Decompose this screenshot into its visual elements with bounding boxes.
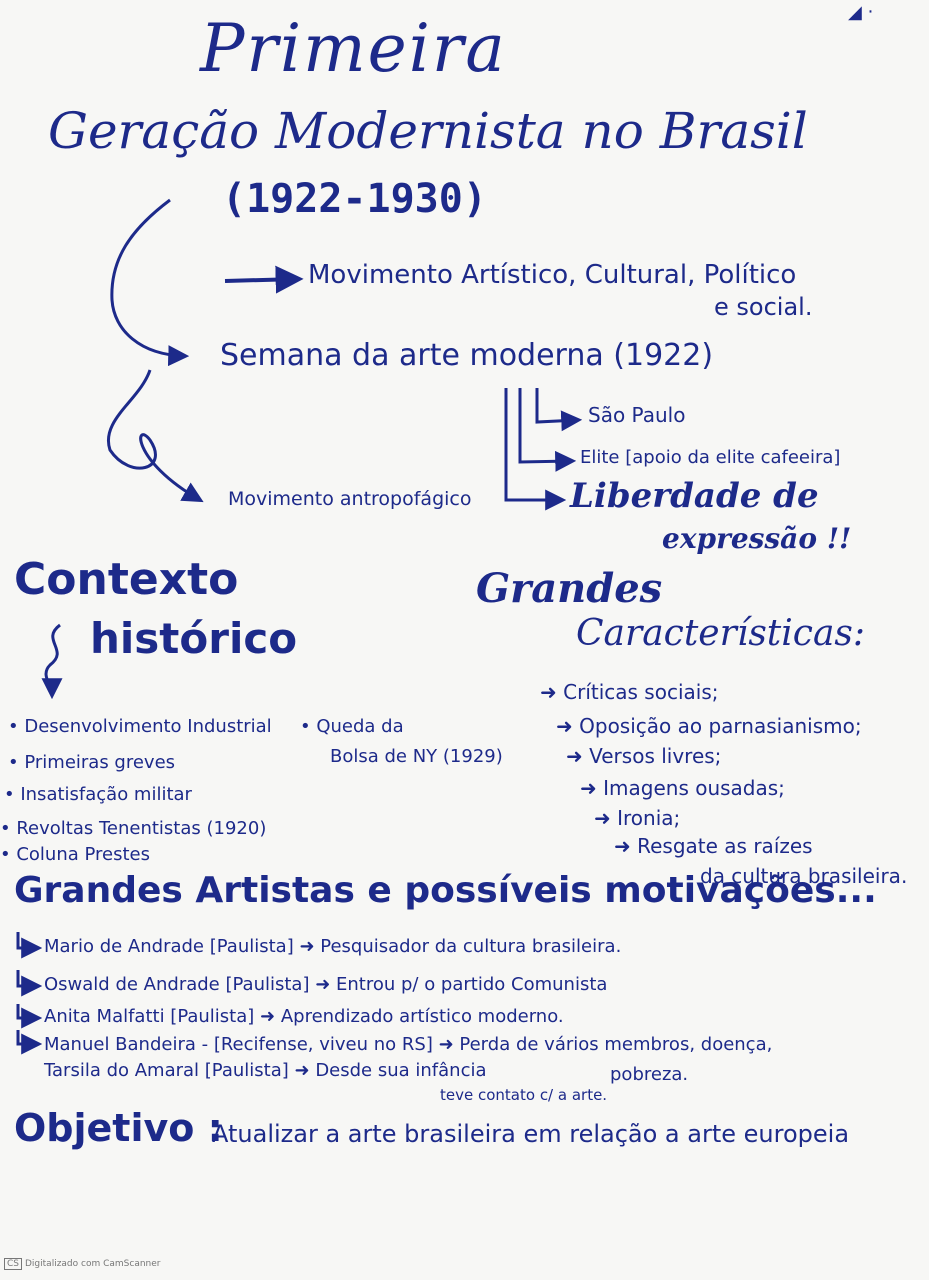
objetivo-text: Atualizar a arte brasileira em relação a… <box>212 1120 850 1148</box>
contexto-title-2: histórico <box>90 614 298 663</box>
artista-row: Mario de Andrade [Paulista] ➜ Pesquisado… <box>44 936 622 957</box>
artistas-connectors <box>16 932 43 1055</box>
tarsila-extra: teve contato c/ a arte. <box>440 1086 608 1104</box>
artista-name: Tarsila do Amaral [Paulista] <box>44 1060 289 1081</box>
liberdade-text-1: Liberdade de <box>570 476 819 516</box>
artista-row: Tarsila do Amaral [Paulista] ➜ Desde sua… <box>44 1060 487 1081</box>
liberdade-arrow <box>504 388 567 511</box>
sp-arrow <box>535 388 583 432</box>
contexto-title-1: Contexto <box>14 554 239 605</box>
caracteristica-item: ➜ Imagens ousadas; <box>580 776 785 800</box>
brace-loop-line <box>106 369 204 503</box>
footer-text: Digitalizado com CamScanner <box>25 1259 161 1269</box>
artista-motive: Pesquisador da cultura brasileira. <box>320 936 622 957</box>
artista-row: Anita Malfatti [Paulista] ➜ Aprendizado … <box>44 1006 564 1027</box>
bandeira-extra: pobreza. <box>610 1064 689 1085</box>
movimento-text-a: Movimento Artístico, Cultural, Político <box>308 260 797 290</box>
antropofagico-text: Movimento antropofágico <box>228 488 472 510</box>
artista-motive: Entrou p/ o partido Comunista <box>336 974 608 995</box>
contexto-item-cont: Bolsa de NY (1929) <box>330 746 503 767</box>
contexto-item: • Coluna Prestes <box>0 844 150 865</box>
elite-text: Elite [apoio da elite cafeeira] <box>580 447 841 468</box>
semana-text: Semana da arte moderna (1922) <box>220 338 714 373</box>
contexto-arrow <box>41 623 63 700</box>
artista-motive: Aprendizado artístico moderno. <box>280 1006 564 1027</box>
caracteristica-item: ➜ Resgate as raízes <box>614 834 813 858</box>
title-dates: (1922-1930) <box>222 176 487 222</box>
elite-arrow <box>518 388 577 472</box>
artista-row: Oswald de Andrade [Paulista] ➜ Entrou p/… <box>44 974 608 995</box>
contexto-item: • Queda da <box>300 716 404 737</box>
artista-name: Manuel Bandeira - [Recifense, viveu no R… <box>44 1034 433 1055</box>
artista-name: Oswald de Andrade [Paulista] <box>44 974 310 995</box>
title-line1: Primeira <box>200 10 507 87</box>
artista-motive: Perda de vários membros, doença, <box>459 1034 773 1055</box>
contexto-item: • Primeiras greves <box>8 752 176 773</box>
liberdade-text-2: expressão !! <box>662 522 852 555</box>
contexto-item: • Revoltas Tenentistas (1920) <box>0 818 267 839</box>
movimento-text-b: e social. <box>714 293 813 321</box>
contexto-item: • Insatisfação militar <box>4 784 192 805</box>
caracteristica-item: ➜ Críticas sociais; <box>540 680 719 704</box>
movimento-arrow <box>224 265 304 294</box>
title-line2: Geração Modernista no Brasil <box>48 102 808 160</box>
caracteristica-item: ➜ Oposição ao parnasianismo; <box>556 714 862 738</box>
objetivo-label: Objetivo : <box>14 1106 223 1150</box>
sao-paulo-text: São Paulo <box>588 403 686 427</box>
caracteristica-item-cont: da cultura brasileira. <box>700 864 908 888</box>
artistas-title: Grandes Artistas e possíveis motivações.… <box>14 870 877 911</box>
caracteristica-item: ➜ Ironia; <box>594 806 681 830</box>
corner-mark: ◢ ‧ <box>848 2 874 23</box>
camscanner-logo: CS <box>4 1258 22 1270</box>
artista-name: Anita Malfatti [Paulista] <box>44 1006 255 1027</box>
caracteristica-item: ➜ Versos livres; <box>566 744 722 768</box>
contexto-item: • Desenvolvimento Industrial <box>8 716 272 737</box>
main-brace-line <box>110 198 190 367</box>
artista-motive: Desde sua infância <box>315 1060 487 1081</box>
caracteristicas-title-2: Características: <box>576 613 866 654</box>
artista-name: Mario de Andrade [Paulista] <box>44 936 294 957</box>
caracteristicas-title-1: Grandes <box>476 565 663 612</box>
artista-row: Manuel Bandeira - [Recifense, viveu no R… <box>44 1034 773 1055</box>
